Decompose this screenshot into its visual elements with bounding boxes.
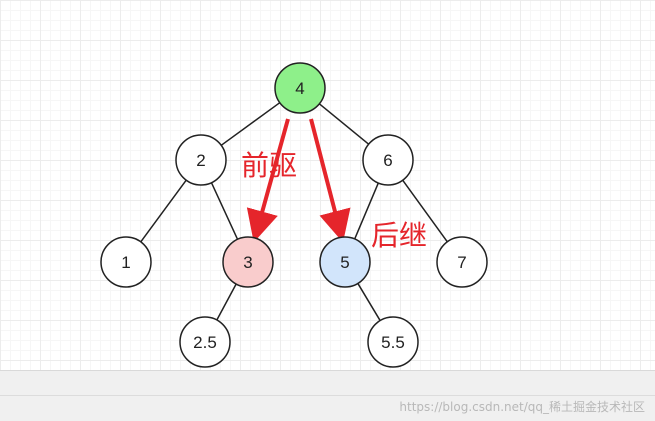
successor-label: 后继 — [371, 219, 427, 252]
node-circle — [436, 236, 488, 288]
node-label: 5 — [340, 253, 349, 272]
edge-n3-n25 — [216, 283, 237, 321]
node-circle — [175, 134, 227, 186]
successor-arrow — [309, 118, 351, 243]
edge-n2-n1 — [140, 179, 187, 243]
tree-node-n1: 1 — [100, 236, 152, 288]
node-circle — [274, 62, 326, 114]
watermark-text: https://blog.csdn.net/qq_稀土掘金技术社区 — [399, 400, 645, 414]
predecessor-label: 前驱 — [241, 149, 297, 182]
node-label: 2 — [196, 151, 205, 170]
node-label: 2.5 — [193, 333, 217, 352]
predecessor-arrow — [246, 118, 290, 243]
tree-node-n2: 2 — [175, 134, 227, 186]
edge-n4-n6 — [318, 103, 370, 145]
tree-node-n25: 2.5 — [179, 316, 231, 368]
tree-node-n3: 3 — [222, 236, 274, 288]
status-strip — [0, 395, 655, 396]
node-label: 1 — [121, 253, 130, 272]
node-circle — [362, 134, 414, 186]
edge-n4-n2 — [220, 102, 281, 146]
node-circle — [367, 316, 419, 368]
tree-node-n7: 7 — [436, 236, 488, 288]
node-label: 6 — [383, 151, 392, 170]
edge-n6-n5 — [354, 182, 379, 240]
bst-diagram: 4 2 6 1 3 5 7 2.5 5.5 前驱 后继 — [100, 62, 488, 368]
tree-node-n55: 5.5 — [367, 316, 419, 368]
node-circle — [222, 236, 274, 288]
node-circle — [100, 236, 152, 288]
tree-nodes: 4 2 6 1 3 5 7 2.5 5.5 — [100, 62, 488, 368]
node-label: 3 — [243, 253, 252, 272]
node-label: 5.5 — [381, 333, 405, 352]
edge-n2-n3 — [210, 182, 239, 240]
tree-node-n4: 4 — [274, 62, 326, 114]
edge-n5-n55 — [357, 283, 381, 321]
node-label: 7 — [457, 253, 466, 272]
node-circle — [319, 236, 371, 288]
node-label: 4 — [295, 79, 304, 98]
tree-node-n5: 5 — [319, 236, 371, 288]
tree-node-n6: 6 — [362, 134, 414, 186]
tree-edges — [140, 102, 448, 321]
edge-n6-n7 — [402, 179, 448, 243]
bottom-status-bar: https://blog.csdn.net/qq_稀土掘金技术社区 — [0, 370, 655, 421]
node-circle — [179, 316, 231, 368]
